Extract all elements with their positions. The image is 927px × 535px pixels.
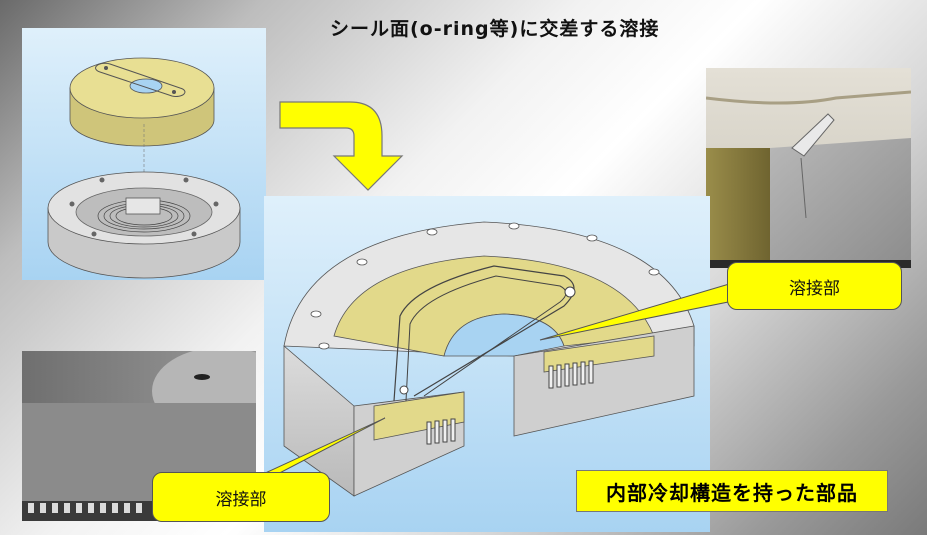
weld-callout-left: 溶接部 — [152, 472, 330, 522]
curved-arrow-icon — [279, 101, 404, 191]
slide-title: シール面(o-ring等)に交差する溶接 — [330, 18, 660, 40]
weld-callout-right: 溶接部 — [727, 262, 902, 310]
part-caption: 内部冷却構造を持った部品 — [576, 470, 888, 512]
weld-closeup-photo — [706, 68, 911, 268]
cad-exploded-view-image — [22, 28, 266, 280]
